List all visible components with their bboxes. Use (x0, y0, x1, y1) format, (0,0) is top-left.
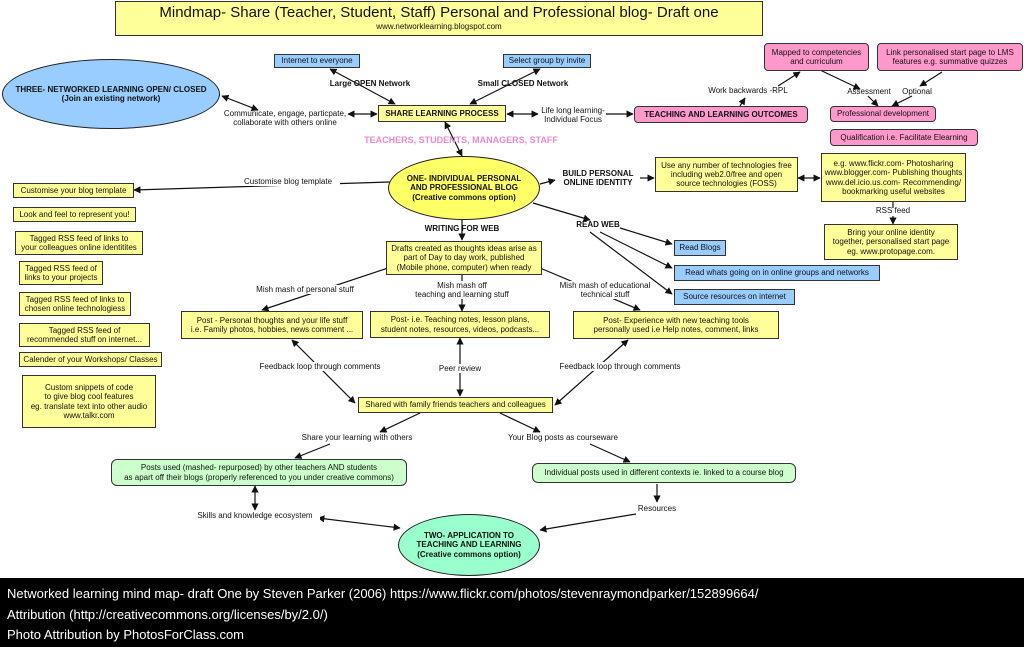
label-customise-blog-template: Customise blog template (236, 177, 340, 187)
node-share-learning: SHARE LEARNING PROCESS (378, 105, 506, 122)
label-small-closed: Small CLOSED Network (477, 79, 569, 88)
node-source-resources: Source resources on internet (674, 289, 795, 305)
footer-line-credit: Networked learning mind map- draft One b… (7, 586, 759, 601)
label-courseware: Your Blog posts as courseware (500, 433, 626, 443)
edge-optional-profdev (891, 95, 913, 107)
node-tagged-tech: Tagged RSS feed of links to chosen onlin… (19, 292, 131, 316)
title-url: www.networklearning.blogspot.com (376, 22, 502, 31)
edge-shareyour-postsused (294, 443, 331, 459)
node-individual-posts: Individual posts used in different conte… (532, 463, 796, 483)
node-internet-everyone: Internet to everyone (274, 54, 360, 68)
label-work-backwards: Work backwards -RPL (708, 86, 788, 95)
attribution-footer: Networked learning mind map- draft One b… (0, 578, 1024, 647)
edge-shared-courseware (499, 412, 541, 433)
label-feedback-right: Feedback loop through comments (552, 362, 688, 372)
label-audience: TEACHERS, STUDENTS, MANAGERS, STAFF (364, 135, 558, 145)
edge-workback-mapped (777, 71, 801, 87)
node-calender: Calender of your Workshops/ Classes (19, 352, 162, 367)
node-two-application: TWO- APPLICATION TO TEACHING AND LEARNIN… (398, 514, 540, 576)
edge-resources-two (539, 513, 637, 533)
label-rss-feed: RSS feed (875, 206, 911, 215)
edge-mapped-assessment (819, 69, 861, 90)
edge-internet-share (329, 68, 396, 105)
label-communicate: Communicate, engage, particpate, collabo… (223, 109, 347, 128)
node-post-teaching: Post- i.e. Teaching notes, lesson plans,… (370, 311, 550, 338)
node-link-lms: Link personalised start page to LMS feat… (877, 43, 1023, 71)
edge-courseware-individual (589, 443, 631, 463)
node-drafts: Drafts created as thoughts ideas arise a… (386, 241, 542, 275)
node-read-whats-going: Read whats going on in online groups and… (674, 265, 880, 281)
label-feedback-left: Feedback loop through comments (252, 362, 388, 372)
node-teaching-outcomes: TEACHING AND LEARNING OUTCOMES (634, 106, 808, 123)
label-share-your-learning: Share your learning with others (292, 433, 422, 443)
label-optional: Optional (902, 87, 932, 96)
edge-experience-shared (554, 339, 629, 406)
label-mish-teaching: Mish mash off teaching and learning stuf… (410, 281, 514, 300)
node-custom-snippets: Custom snippets of code to give blog coo… (22, 375, 156, 428)
label-skills: Skills and knowledge ecosystem (190, 511, 320, 521)
node-qualification: Qualification i.e. Facilitate Elearning (830, 129, 978, 146)
label-mish-personal: Mish mash of personal stuff (242, 285, 368, 295)
label-lifelong: Life long learning- Individual Focus (541, 106, 605, 125)
edge-blog-readweb (532, 202, 591, 222)
label-read-web: READ WEB (576, 220, 620, 229)
node-three-networked: THREE- NETWORKED LEARNING OPEN/ CLOSED (… (2, 59, 220, 129)
edge-share-blog (444, 121, 463, 157)
node-bring-identity: Bring your online identity together, per… (824, 224, 958, 260)
edge-personal-shared (291, 339, 356, 404)
edge-readweb-whats (599, 231, 673, 269)
edge-skills-two (317, 515, 401, 531)
node-one-blog: ONE- INDIVIDUAL PERSONAL AND PROFESSIONA… (388, 156, 540, 220)
edge-group-share (469, 68, 541, 105)
edge-readweb-readblogs (619, 227, 673, 246)
label-writing-for-web: WRITING FOR WEB (424, 224, 500, 233)
edge-assessment-profdev (867, 95, 879, 107)
footer-line-photo-attribution: Photo Attribution by PhotosForClass.com (7, 627, 245, 642)
node-tagged-projects: Tagged RSS feed of links to your project… (19, 261, 103, 285)
node-posts-used: Posts used (mashed- repurposed) by other… (111, 459, 407, 486)
mindmap-canvas: Mindmap- Share (Teacher, Student, Staff)… (0, 0, 1024, 578)
node-post-personal: Post - Personal thoughts and your life s… (181, 311, 363, 339)
node-mapped-competencies: Mapped to competencies and curriculum (764, 43, 869, 71)
node-read-blogs: Read Blogs (674, 240, 726, 256)
node-post-experience: Post- Experience with new teaching tools… (573, 311, 779, 339)
footer-line-license: Attribution (http://creativecommons.org/… (7, 607, 328, 622)
node-select-group: Select group by invite (503, 54, 591, 68)
node-tagged-colleagues: Tagged RSS feed of links to your colleag… (15, 231, 143, 255)
label-large-open: Large OPEN Network (329, 79, 411, 88)
node-use-technologies: Use any number of technologies free incl… (655, 157, 798, 192)
page-title: Mindmap- Share (Teacher, Student, Staff)… (159, 4, 719, 21)
edge-lms-optional (919, 71, 943, 87)
node-tagged-recommended: Tagged RSS feed of recommended stuff on … (19, 323, 150, 347)
node-shared-family: Shared with family friends teachers and … (358, 397, 553, 413)
edge-readweb-source (589, 231, 673, 295)
edge-shared-shareyour (379, 412, 421, 433)
node-customise-template: Customise your blog template (13, 183, 134, 198)
title-box: Mindmap- Share (Teacher, Student, Staff)… (115, 1, 763, 36)
edge-outcomes-workback (738, 97, 746, 107)
label-peer-review: Peer review (430, 364, 490, 374)
label-build-identity: BUILD PERSONAL ONLINE IDENTITY (562, 169, 634, 188)
node-professional-dev: Professional development (830, 106, 936, 122)
label-assessment: Assessment (847, 87, 891, 96)
label-mish-educational: Mish mash of educational technical stuff (556, 281, 654, 300)
node-look-feel: Look and feel to represent you! (13, 207, 136, 222)
edge-three-communicate (221, 94, 259, 112)
node-flickr: e.g. www.flickr.com- Photosharing www.bl… (821, 153, 966, 202)
edge-blog-identity (539, 178, 556, 186)
label-resources: Resources (632, 504, 682, 514)
